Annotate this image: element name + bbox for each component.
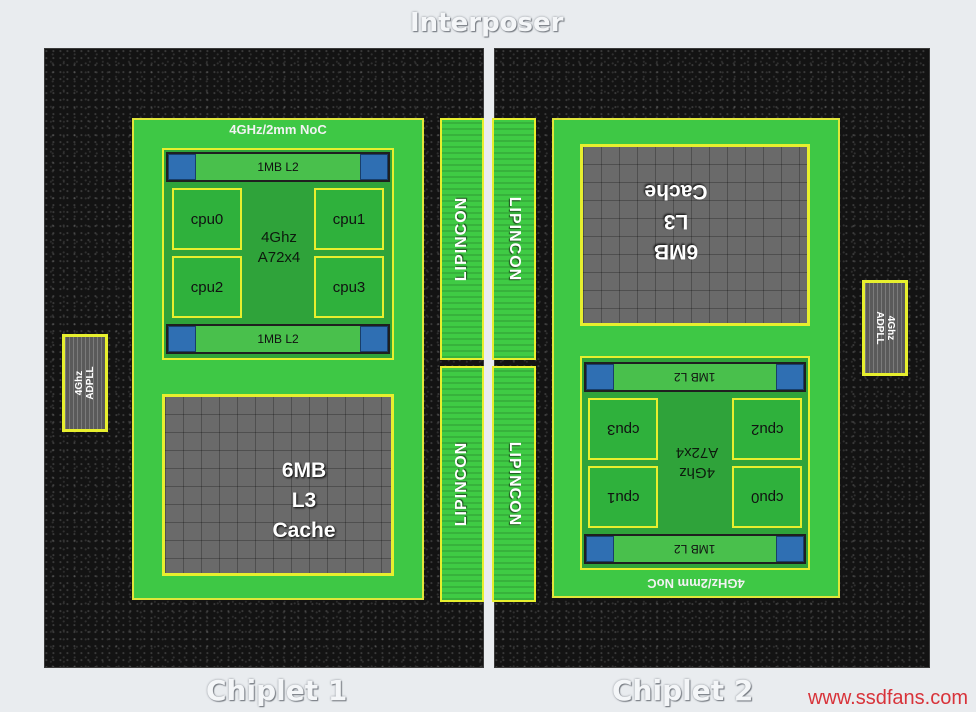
l2-label: 1MB L2: [257, 332, 299, 346]
l2-bank-left: [586, 364, 614, 390]
chiplet-2-l2-bottom: 1MB L2: [584, 534, 806, 564]
lipincon-label: LIPINCON: [453, 441, 470, 527]
l2-bank-left: [168, 154, 196, 180]
adpll-freq: 4Ghz: [885, 315, 896, 341]
chiplet-2-label: Chiplet 2: [612, 674, 754, 707]
interposer-divider: [484, 50, 490, 666]
chiplet-2-core-label: 4Ghz A72x4: [664, 442, 730, 482]
watermark: www.ssdfans.com: [807, 687, 968, 709]
cpu-label: cpu3: [606, 420, 640, 438]
chiplet-2-cpu2: cpu2: [732, 398, 802, 460]
chiplet-1-label: Chiplet 1: [206, 674, 348, 707]
l2-label: 1MB L2: [674, 542, 716, 556]
adpll-freq: 4Ghz: [74, 370, 85, 396]
l3-size: 6MB: [653, 240, 699, 263]
cpu-label: cpu2: [750, 420, 784, 438]
chiplet-1-l2-top: 1MB L2: [166, 152, 390, 182]
core-type: A72x4: [257, 249, 301, 266]
l3-size: 6MB: [281, 459, 327, 482]
lipincon-label: LIPINCON: [453, 196, 470, 282]
core-freq: 4Ghz: [261, 229, 297, 246]
l2-bank-right: [776, 364, 804, 390]
adpll-name: ADPLL: [874, 311, 885, 345]
chiplet-1-l3-label: 6MB L3 Cache: [234, 456, 374, 546]
chiplet-1-cpu3: cpu3: [314, 256, 384, 318]
lipincon-2: LIPINCON: [440, 366, 484, 602]
l3-word: Cache: [644, 180, 708, 203]
chiplet-2-cpu0: cpu0: [732, 466, 802, 528]
chiplet-1-noc-label: 4GHz/2mm NoC: [229, 122, 327, 137]
lipincon-label: LIPINCON: [506, 441, 523, 527]
l2-bank-right: [776, 536, 804, 562]
l3-level: L3: [291, 489, 317, 512]
chiplet-1-cpu2: cpu2: [172, 256, 242, 318]
lipincon-1: LIPINCON: [440, 118, 484, 360]
lipincon-3-overlay: LIPINCON: [492, 118, 536, 360]
interposer-label: Interposer: [410, 8, 564, 38]
l2-label: 1MB L2: [257, 160, 299, 174]
chiplet-1-cpu1: cpu1: [314, 188, 384, 250]
chiplet-1-l2-bottom: 1MB L2: [166, 324, 390, 354]
l2-bank-left: [168, 326, 196, 352]
l3-word: Cache: [272, 519, 336, 542]
chiplet-2-l3-label: 6MB L3 Cache: [606, 176, 746, 266]
lipincon-4-overlay: LIPINCON: [492, 366, 536, 602]
chiplet-2-adpll: 4Ghz ADPLL: [862, 280, 908, 376]
chiplet-2-l3-cache: [580, 144, 810, 326]
core-freq: 4Ghz: [679, 464, 715, 481]
chiplet-1-l3-cache: [162, 394, 394, 576]
l2-bank-right: [360, 154, 388, 180]
chiplet-1-adpll: 4Ghz ADPLL: [62, 334, 108, 432]
chiplet-1-cpu0: cpu0: [172, 188, 242, 250]
l3-level: L3: [663, 210, 689, 233]
l2-bank-left: [586, 536, 614, 562]
cpu-label: cpu0: [750, 488, 784, 506]
cpu-label: cpu1: [606, 488, 640, 506]
l2-label: 1MB L2: [674, 370, 716, 384]
adpll-label: 4Ghz ADPLL: [74, 366, 96, 399]
lipincon-label: LIPINCON: [506, 196, 523, 282]
chiplet-2-cpu1: cpu1: [588, 466, 658, 528]
adpll-label: 4Ghz ADPLL: [874, 311, 896, 344]
adpll-name: ADPLL: [85, 366, 96, 400]
core-type: A72x4: [675, 444, 719, 461]
chiplet-1-core-label: 4Ghz A72x4: [244, 228, 314, 268]
chiplet-2-noc-label: 4GHz/2mm NoC: [647, 576, 745, 591]
chiplet-2-cpu3: cpu3: [588, 398, 658, 460]
l2-bank-right: [360, 326, 388, 352]
chiplet-2-l2-top: 1MB L2: [584, 362, 806, 392]
